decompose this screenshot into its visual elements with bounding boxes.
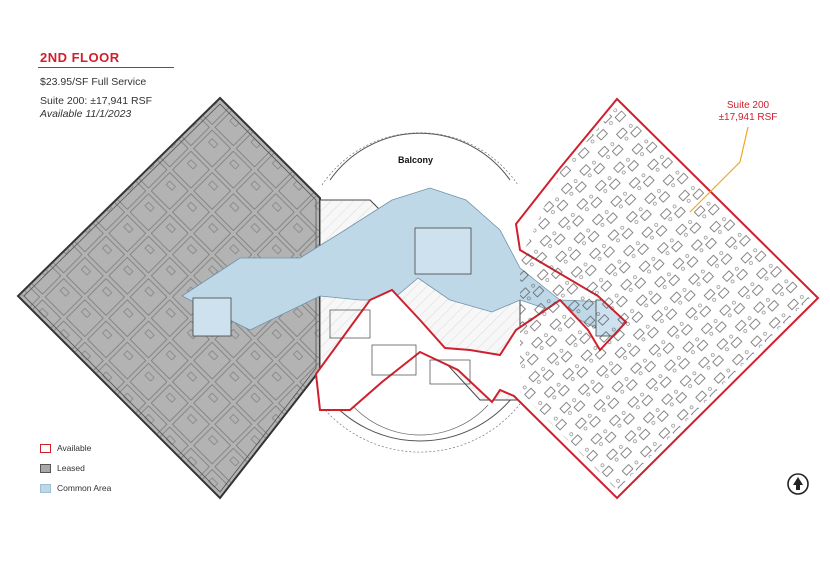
availability-date: Available 11/1/2023 [40, 108, 132, 120]
balcony-label: Balcony [398, 155, 434, 165]
legend-label: Common Area [57, 483, 112, 493]
legend-label: Available [57, 443, 92, 453]
legend-item-common: Common Area [40, 478, 111, 498]
callout-size: ±17,941 RSF [718, 112, 778, 123]
callout-leader [739, 126, 749, 163]
callout-suite: Suite 200 [726, 100, 770, 111]
leased-swatch [40, 463, 51, 473]
callout-leader-segment [689, 161, 741, 213]
floor-title: 2ND FLOOR [40, 50, 120, 65]
legend-item-available: Available [40, 438, 111, 458]
legend: Available Leased Common Area [40, 438, 111, 498]
balcony-structure [319, 132, 521, 453]
common-swatch [40, 483, 51, 493]
suite-callout: Suite 200 ±17,941 RSF [712, 100, 784, 124]
rental-rate: $23.95/SF Full Service [40, 76, 147, 88]
legend-label: Leased [57, 463, 85, 473]
north-arrow-icon [787, 473, 809, 495]
suite-size: Suite 200: ±17,941 RSF [40, 95, 152, 107]
leased-wing [16, 96, 321, 500]
legend-item-leased: Leased [40, 458, 111, 478]
available-suite [314, 97, 820, 500]
title-divider [38, 67, 174, 68]
core-offices [329, 309, 471, 385]
available-swatch [40, 443, 51, 453]
